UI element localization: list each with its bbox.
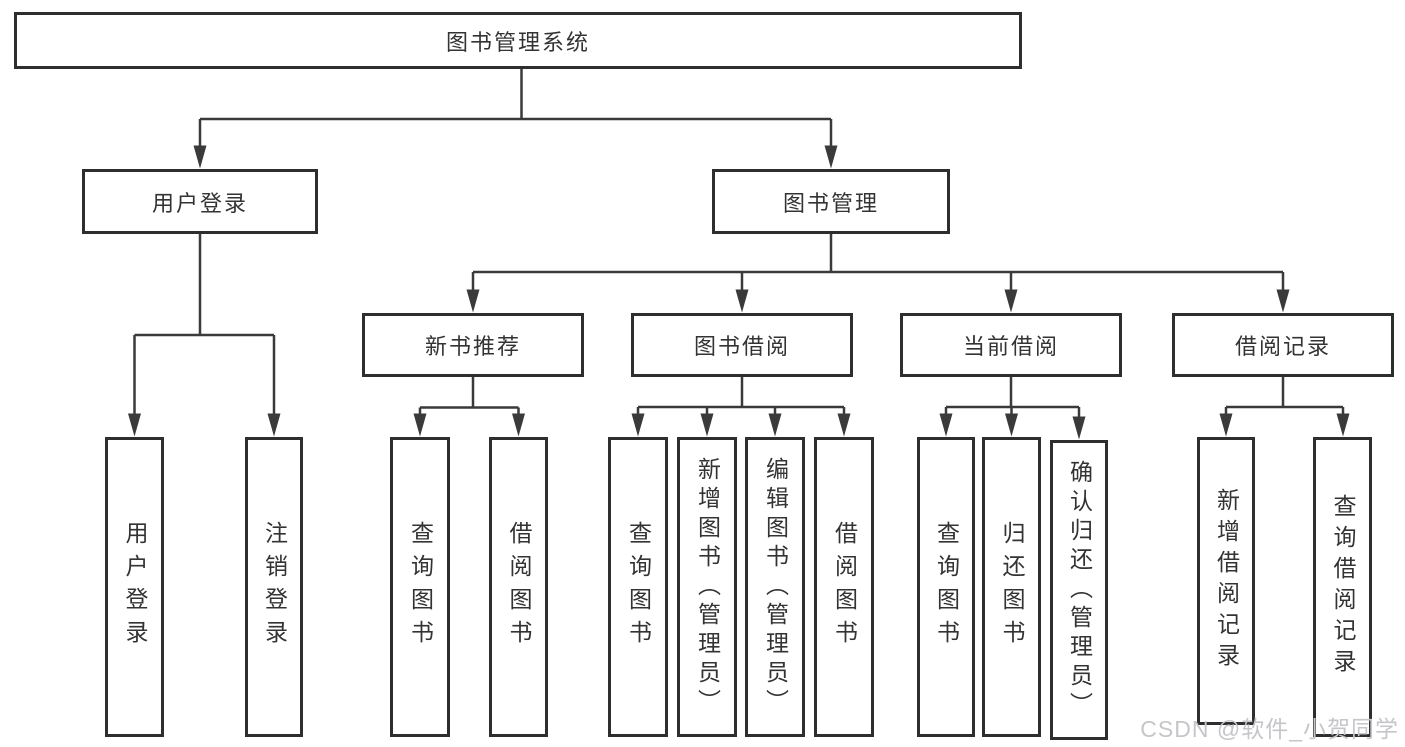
node-label: 归还图书 [999,521,1025,653]
leaf-query-borrow-record: 查询借阅记录 [1313,437,1372,737]
node-label: 图书管理系统 [445,29,590,55]
leaf-query-book-1: 查询图书 [390,437,450,737]
node-label: 注销登录 [261,521,288,653]
connector-current-borrow-children [939,377,1086,440]
leaf-add-book-admin: 新增图书（管理员） [677,437,737,737]
node-new-book-recommend: 新书推荐 [362,313,584,377]
node-book-borrow: 图书借阅 [631,313,853,377]
leaf-add-borrow-record: 新增借阅记录 [1197,437,1255,725]
node-label: 借阅图书 [831,521,858,653]
node-book-management: 图书管理 [712,169,950,234]
node-borrow-records: 借阅记录 [1172,313,1394,377]
node-label: 当前借阅 [962,334,1059,359]
node-label: 新书推荐 [424,334,521,359]
node-label: 查询图书 [407,521,434,653]
connector-borrow-records-children [1219,377,1350,437]
node-label: 查询借阅记录 [1330,494,1356,680]
node-label: 确认归还（管理员） [1066,459,1093,721]
node-label: 借阅图书 [506,521,532,653]
leaf-query-book-3: 查询图书 [917,437,975,737]
node-label: 查询图书 [933,521,960,653]
node-label: 用户登录 [151,190,248,216]
node-label: 借阅记录 [1234,334,1331,359]
node-label: 用户登录 [122,521,148,653]
leaf-borrow-book-2: 借阅图书 [814,437,874,737]
node-label: 编辑图书（管理员） [762,456,789,718]
leaf-user-login: 用户登录 [105,437,164,737]
node-label: 图书借阅 [693,334,790,359]
node-label: 图书管理 [782,190,879,216]
node-label: 查询图书 [625,521,652,653]
connector-book-borrow-children [631,377,851,437]
csdn-watermark: CSDN @软件_小贺同学 [1140,716,1399,742]
node-user-login: 用户登录 [82,169,318,234]
connector-book-management-children [466,234,1290,313]
leaf-confirm-return-admin: 确认归还（管理员） [1050,440,1108,740]
leaf-borrow-book-1: 借阅图书 [489,437,548,737]
leaf-query-book-2: 查询图书 [608,437,668,737]
node-root-library-system: 图书管理系统 [14,12,1022,69]
connector-new-book-children [413,377,525,437]
node-label: 新增图书（管理员） [694,456,721,718]
node-label: 新增借阅记录 [1213,488,1240,674]
leaf-logout-login: 注销登录 [245,437,303,737]
node-current-borrow: 当前借阅 [900,313,1122,377]
connector-user-login-children [128,234,281,437]
connector-root-to-level1 [193,69,838,169]
leaf-edit-book-admin: 编辑图书（管理员） [745,437,805,737]
leaf-return-book: 归还图书 [982,437,1041,737]
